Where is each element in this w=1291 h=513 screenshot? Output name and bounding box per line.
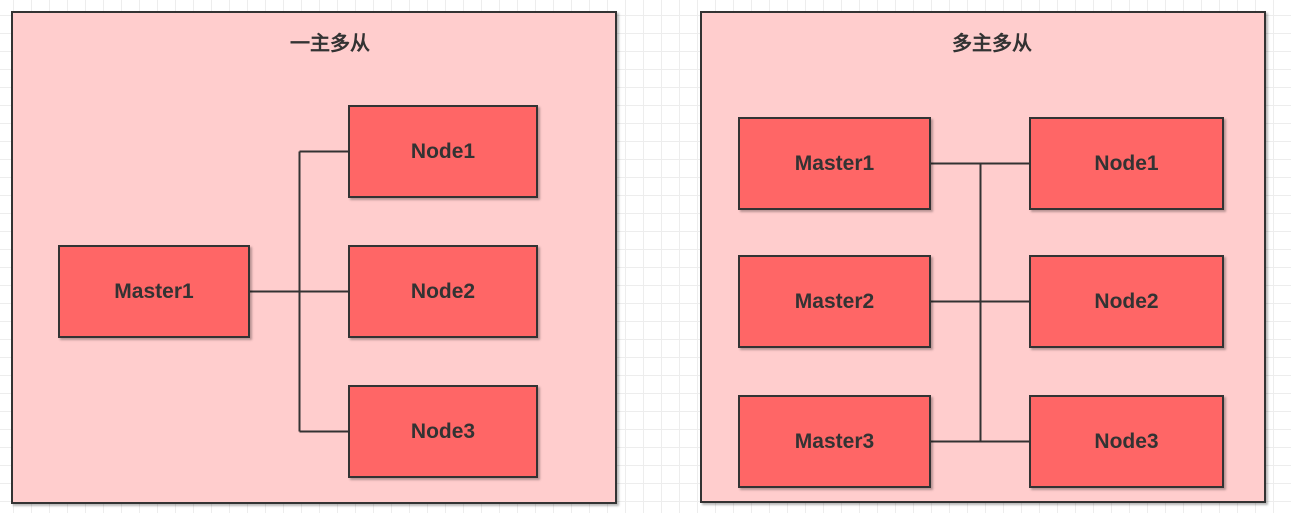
left-node3-label: Node3 (410, 419, 476, 443)
right-master2-label: Master2 (794, 289, 875, 313)
right-master2-box: Master2 (738, 255, 931, 348)
left-master1-box: Master1 (58, 245, 250, 338)
left-node1-box: Node1 (348, 105, 538, 198)
left-node3-box: Node3 (348, 385, 538, 478)
right-node2-box: Node2 (1029, 255, 1224, 348)
panel-title-single-master: 一主多从 (290, 33, 370, 55)
left-node2-box: Node2 (348, 245, 538, 338)
left-node2-label: Node2 (410, 279, 476, 303)
right-master3-label: Master3 (794, 429, 875, 453)
panel-title-multi-master: 多主多从 (952, 33, 1032, 55)
right-node3-box: Node3 (1029, 395, 1224, 488)
right-node1-label: Node1 (1094, 151, 1159, 175)
right-node3-label: Node3 (1094, 429, 1159, 453)
right-node2-label: Node2 (1094, 289, 1159, 313)
right-node1-box: Node1 (1029, 117, 1224, 210)
right-master1-label: Master1 (794, 151, 875, 175)
left-master1-label: Master1 (114, 279, 194, 303)
right-master3-box: Master3 (738, 395, 931, 488)
left-node1-label: Node1 (410, 139, 476, 163)
right-master1-box: Master1 (738, 117, 931, 210)
